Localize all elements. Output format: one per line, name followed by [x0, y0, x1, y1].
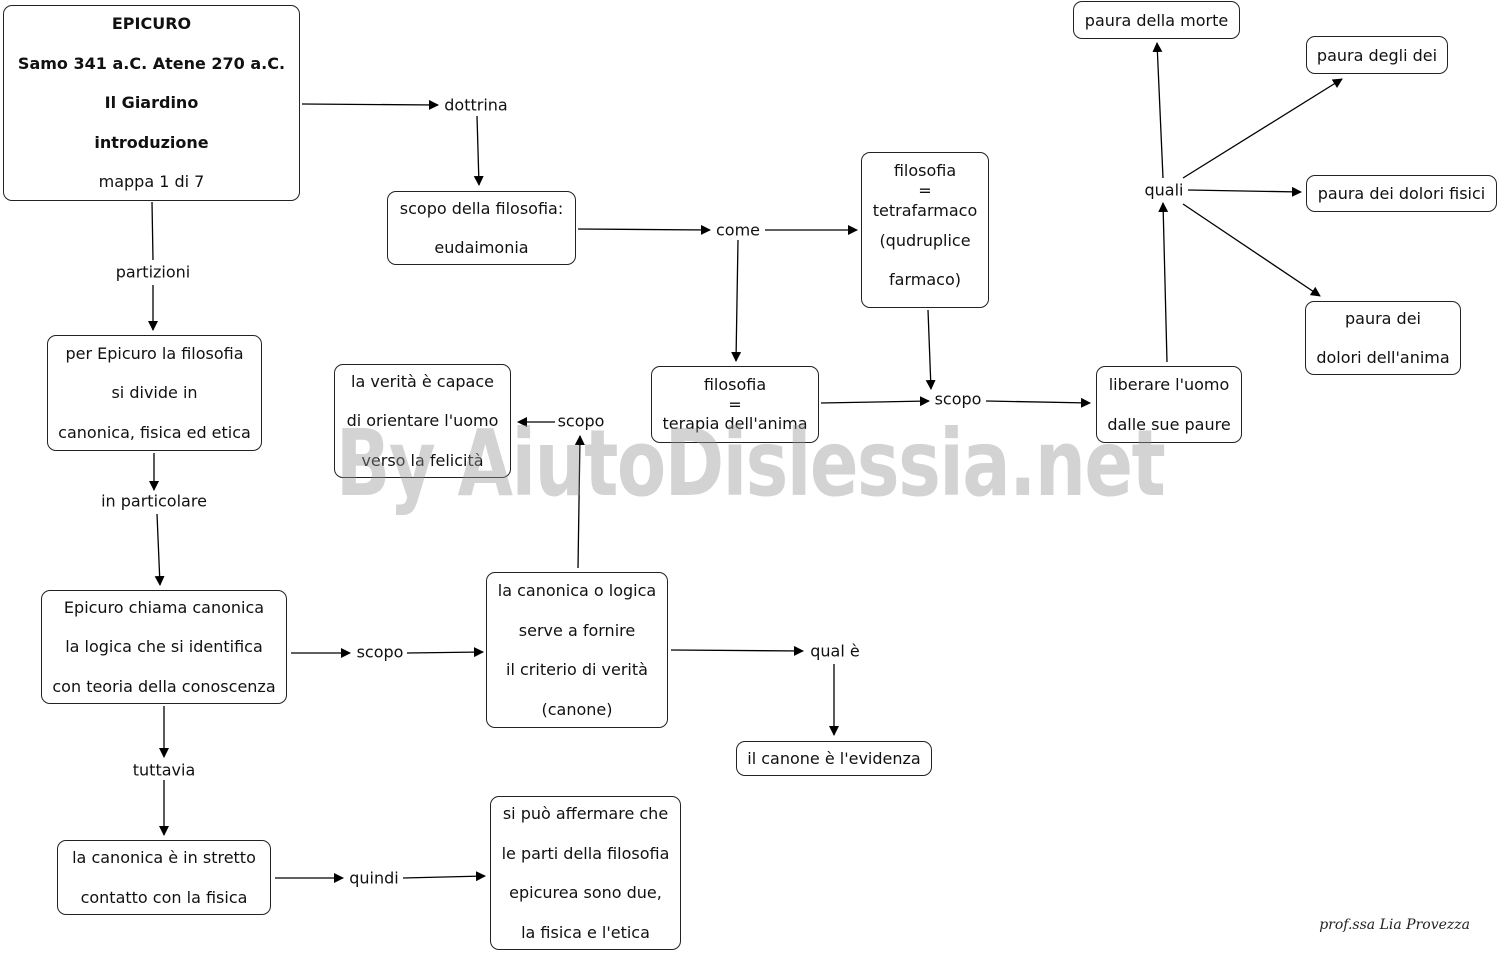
node-verita: la verità è capace di orientare l'uomo v…: [334, 364, 511, 478]
node-line: epicurea sono due,: [509, 883, 662, 902]
link-label-scopo-mid: scopo: [932, 389, 984, 409]
node-paura-dei: paura degli dei: [1306, 36, 1448, 74]
node-line: dalle sue paure: [1107, 414, 1231, 434]
node-line: paura degli dei: [1316, 45, 1438, 65]
node-liberare: liberare l'uomo dalle sue paure: [1096, 366, 1242, 443]
node-line: la canonica o logica: [497, 581, 657, 600]
node-line: le parti della filosofia: [501, 843, 670, 863]
node-line: (canone): [541, 699, 613, 719]
node-line: filosofia: [893, 161, 957, 180]
title-line: introduzione: [94, 132, 209, 152]
node-line: =: [728, 394, 742, 414]
link-label-scopo-verita: scopo: [555, 411, 607, 431]
node-line: (qudruplice: [879, 231, 971, 250]
node-line: verso la felicità: [361, 450, 484, 470]
node-paura-morte: paura della morte: [1073, 1, 1240, 39]
node-line: si può affermare che: [502, 804, 669, 823]
node-line: la canonica è in stretto: [72, 848, 256, 867]
node-line: paura dei dolori fisici: [1317, 184, 1486, 203]
author-signature: prof.ssa Lia Provezza: [1319, 917, 1470, 933]
node-line: la verità è capace: [351, 371, 494, 391]
node-line: per Epicuro la filosofia: [65, 343, 244, 363]
node-line: paura dei: [1344, 308, 1421, 328]
node-canonica-logica: la canonica o logica serve a fornire il …: [486, 572, 668, 728]
node-line: contatto con la fisica: [80, 887, 248, 907]
node-line: di orientare l'uomo: [346, 411, 499, 431]
node-affermare: si può affermare che le parti della filo…: [490, 796, 681, 950]
node-line: =: [918, 181, 932, 200]
link-label-tuttavia: tuttavia: [130, 760, 198, 780]
title-line: EPICURO: [111, 14, 192, 34]
node-line: eudaimonia: [434, 238, 529, 257]
link-label-in-particolare: in particolare: [99, 491, 209, 511]
node-line: scopo della filosofia:: [399, 198, 564, 218]
node-line: tetrafarmaco: [872, 201, 978, 220]
title-line: Il Giardino: [104, 93, 199, 113]
title-node: EPICURO Samo 341 a.C. Atene 270 a.C. Il …: [3, 5, 300, 201]
link-label-partizioni: partizioni: [113, 262, 193, 282]
node-line: canonica, fisica ed etica: [58, 422, 251, 442]
node-line: serve a fornire: [518, 620, 636, 640]
link-label-qual-e: qual è: [808, 641, 862, 661]
node-line: la logica che si identifica: [65, 637, 263, 657]
title-line: Samo 341 a.C. Atene 270 a.C.: [17, 53, 286, 73]
node-line: farmaco): [889, 270, 961, 289]
link-label-quindi: quindi: [347, 868, 401, 888]
node-line: filosofia: [703, 375, 767, 395]
link-label-dottrina: dottrina: [442, 95, 510, 115]
link-label-scopo-low: scopo: [354, 642, 406, 662]
title-subline: mappa 1 di 7: [98, 172, 205, 192]
node-line: il criterio di verità: [506, 660, 648, 679]
node-paura-anima: paura dei dolori dell'anima: [1305, 301, 1461, 375]
node-line: liberare l'uomo: [1108, 375, 1230, 394]
node-line: paura della morte: [1084, 10, 1229, 30]
link-label-come: come: [713, 220, 763, 240]
node-evidenza: il canone è l'evidenza: [736, 741, 932, 776]
node-line: la fisica e l'etica: [521, 922, 650, 942]
node-line: si divide in: [111, 383, 198, 403]
node-paura-fisici: paura dei dolori fisici: [1306, 175, 1497, 212]
link-label-quali: quali: [1142, 180, 1186, 200]
node-line: dolori dell'anima: [1316, 348, 1450, 367]
node-line: Epicuro chiama canonica: [63, 597, 265, 617]
node-tetrafarmaco: filosofia = tetrafarmaco (qudruplice far…: [861, 152, 989, 308]
node-line: il canone è l'evidenza: [747, 749, 921, 768]
node-divide: per Epicuro la filosofia si divide in ca…: [47, 335, 262, 451]
node-stretto: la canonica è in stretto contatto con la…: [57, 840, 271, 915]
node-terapia: filosofia = terapia dell'anima: [651, 366, 819, 443]
node-line: con teoria della conoscenza: [52, 676, 276, 696]
node-chiama: Epicuro chiama canonica la logica che si…: [41, 590, 287, 704]
node-line: terapia dell'anima: [662, 414, 808, 434]
node-scopo-filosofia: scopo della filosofia: eudaimonia: [387, 191, 576, 265]
